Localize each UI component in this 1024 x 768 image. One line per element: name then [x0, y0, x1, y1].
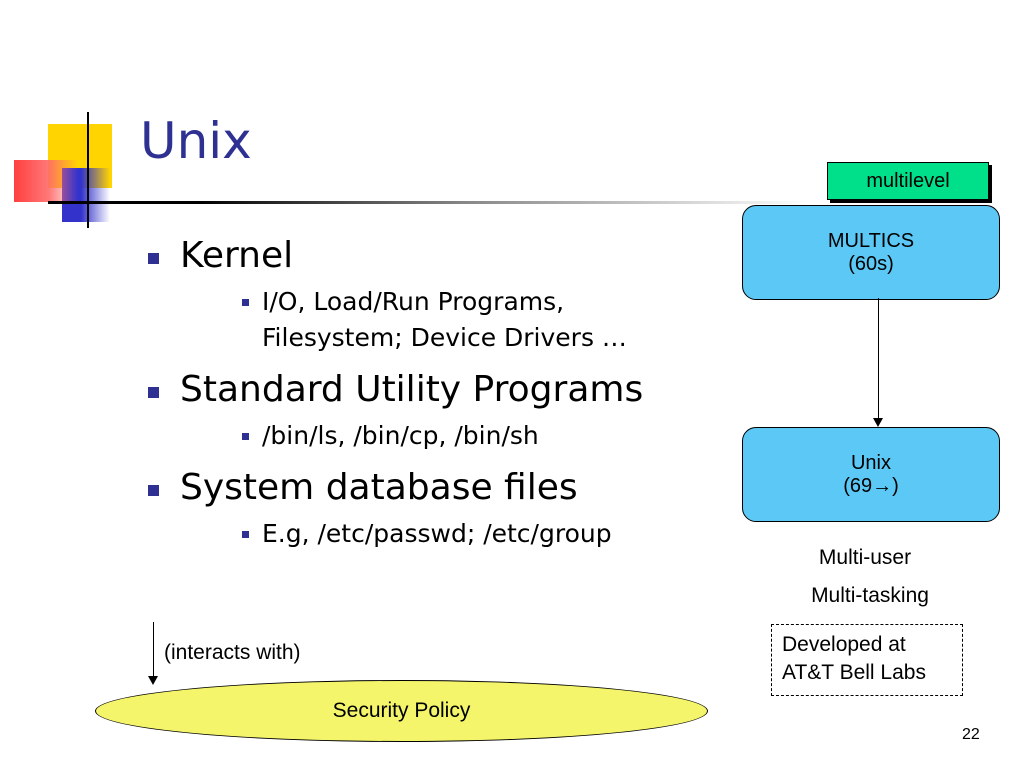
developed-line2: AT&T Bell Labs	[782, 661, 926, 684]
multics-name: MULTICS	[827, 229, 915, 252]
sub-bullet-database-files: E.g, /etc/passwd; /etc/group	[238, 516, 728, 552]
unix-era: (69→)	[843, 474, 899, 497]
multics-era: (60s)	[848, 252, 894, 275]
developed-at-box: Developed at AT&T Bell Labs	[771, 624, 963, 696]
decor-vertical-line	[87, 112, 89, 228]
decor-red-square	[14, 160, 78, 202]
sub-bullet-kernel-line2: Filesystem; Device Drivers …	[262, 323, 627, 352]
sub-bullet-utilities: /bin/ls, /bin/cp, /bin/sh	[238, 418, 728, 454]
unix-name: Unix	[850, 451, 891, 474]
multilevel-tag: multilevel	[827, 162, 989, 200]
bullet-database-files: System database files	[148, 464, 728, 512]
page-number: 22	[962, 726, 980, 743]
title-underline	[48, 201, 808, 204]
arrow-head	[873, 418, 883, 427]
bullet-kernel: Kernel	[148, 232, 728, 280]
feature-multi-user: Multi-user	[818, 546, 912, 569]
interacts-label: (interacts with)	[164, 641, 301, 664]
interacts-arrow	[153, 622, 154, 678]
multics-to-unix-arrow	[878, 298, 879, 420]
security-policy-ellipse: Security Policy	[95, 680, 708, 742]
sub-bullet-kernel: I/O, Load/Run Programs, Filesystem; Devic…	[238, 284, 728, 356]
unix-box: Unix (69→)	[742, 427, 1000, 522]
developed-line1: Developed at	[782, 633, 906, 656]
interacts-arrow-head	[148, 676, 158, 685]
bullet-list: Kernel I/O, Load/Run Programs, Filesystem…	[148, 232, 728, 562]
feature-multi-tasking: Multi-tasking	[811, 584, 929, 607]
security-policy-label: Security Policy	[332, 699, 471, 722]
multics-box: MULTICS (60s)	[742, 205, 1000, 300]
sub-bullet-kernel-line1: I/O, Load/Run Programs,	[262, 287, 565, 316]
bullet-utilities: Standard Utility Programs	[148, 366, 728, 414]
slide-title: Unix	[140, 112, 252, 170]
